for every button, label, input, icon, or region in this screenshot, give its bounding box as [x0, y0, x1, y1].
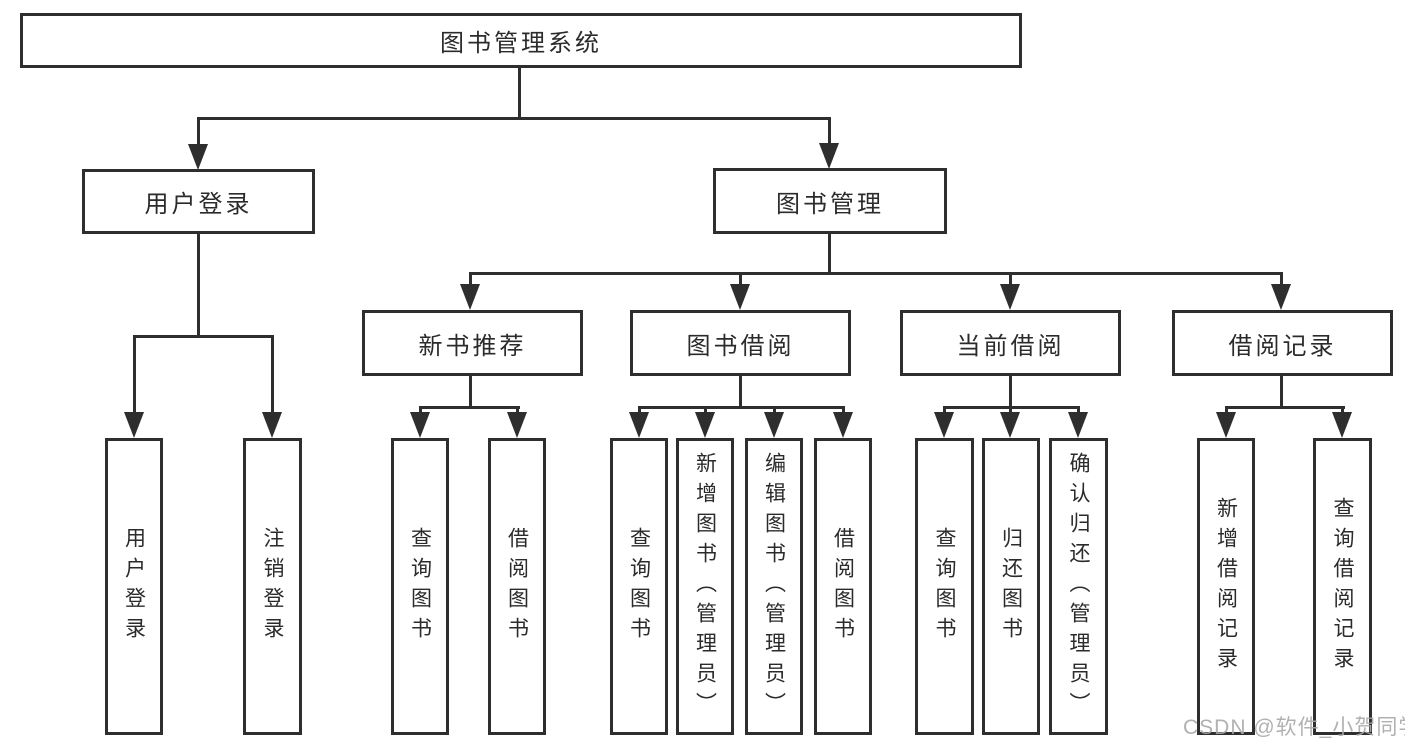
connector-line	[1280, 272, 1283, 286]
node-root-system: 图书管理系统	[20, 13, 1022, 68]
connector-arrow	[1000, 412, 1020, 438]
connector-line	[842, 406, 845, 415]
connector-line	[704, 406, 707, 415]
connector-line	[1009, 272, 1012, 286]
connector-arrow	[1000, 284, 1020, 310]
leaf-query-borrow-record: 查询借阅记录	[1313, 438, 1372, 735]
leaf-return-books-label: 归还图书	[999, 526, 1023, 647]
connector-line	[469, 376, 472, 409]
leaf-logout-label: 注销登录	[261, 526, 284, 647]
leaf-edit-books-admin-label: 编辑图书（管理员）	[762, 451, 786, 722]
connector-line	[773, 406, 776, 415]
connector-arrow	[507, 412, 527, 438]
connector-line	[828, 234, 831, 275]
connector-line	[271, 335, 274, 414]
connector-arrow	[833, 412, 853, 438]
leaf-add-borrow-record-label: 新增借阅记录	[1214, 496, 1238, 677]
connector-arrow	[819, 143, 839, 169]
connector-line	[516, 406, 519, 415]
connector-arrow	[730, 284, 750, 310]
leaf-add-books-admin: 新增图书（管理员）	[676, 438, 734, 735]
connector-line	[197, 117, 200, 145]
connector-arrow	[1068, 412, 1088, 438]
connector-line	[419, 406, 520, 409]
connector-line	[518, 68, 521, 120]
leaf-query-books-recommend: 查询图书	[391, 438, 449, 735]
node-current-borrowing: 当前借阅	[900, 310, 1121, 376]
connector-line	[638, 406, 641, 415]
connector-line	[1341, 406, 1344, 415]
node-book-management: 图书管理	[713, 168, 947, 234]
connector-arrow	[188, 144, 208, 170]
leaf-confirm-return-admin-label: 确认归还（管理员）	[1067, 451, 1090, 722]
connector-line	[419, 406, 422, 415]
connector-line	[828, 117, 831, 144]
csdn-watermark: CSDN @软件_小贺同学	[1183, 716, 1405, 739]
leaf-logout: 注销登录	[243, 438, 302, 735]
leaf-query-borrow-record-label: 查询借阅记录	[1331, 496, 1354, 677]
connector-arrow	[764, 412, 784, 438]
node-book-borrowing: 图书借阅	[630, 310, 851, 376]
connector-arrow	[629, 412, 649, 438]
connector-arrow	[1332, 412, 1352, 438]
connector-arrow	[262, 412, 282, 438]
connector-line	[638, 406, 845, 409]
leaf-query-books-borrowing-label: 查询图书	[627, 526, 651, 647]
leaf-borrow-books-label: 借阅图书	[831, 526, 855, 647]
leaf-add-books-admin-label: 新增图书（管理员）	[693, 451, 717, 722]
connector-line	[197, 117, 831, 120]
connector-line	[469, 272, 472, 286]
connector-arrow	[934, 412, 954, 438]
connector-line	[739, 376, 742, 409]
connector-line	[1009, 376, 1012, 409]
leaf-user-login: 用户登录	[105, 438, 163, 735]
node-user-login: 用户登录	[82, 169, 315, 234]
connector-arrow	[1216, 412, 1236, 438]
connector-line	[739, 272, 742, 286]
leaf-borrow-books: 借阅图书	[814, 438, 872, 735]
connector-line	[197, 234, 200, 338]
connector-line	[943, 406, 946, 415]
node-new-book-recommend: 新书推荐	[362, 310, 583, 376]
leaf-borrow-books-recommend: 借阅图书	[488, 438, 546, 735]
connector-line	[1280, 376, 1283, 409]
connector-line	[1009, 406, 1012, 415]
connector-line	[1077, 406, 1080, 415]
leaf-user-login-label: 用户登录	[122, 526, 146, 647]
leaf-edit-books-admin: 编辑图书（管理员）	[745, 438, 803, 735]
connector-arrow	[460, 284, 480, 310]
connector-line	[469, 272, 1283, 275]
node-borrowing-records: 借阅记录	[1172, 310, 1393, 376]
leaf-query-books-current: 查询图书	[915, 438, 974, 735]
leaf-add-borrow-record: 新增借阅记录	[1197, 438, 1255, 735]
connector-line	[133, 335, 136, 414]
connector-line	[1225, 406, 1228, 415]
connector-line	[1225, 406, 1345, 409]
connector-arrow	[410, 412, 430, 438]
connector-line	[133, 335, 274, 338]
leaf-return-books: 归还图书	[982, 438, 1040, 735]
leaf-query-books-current-label: 查询图书	[933, 526, 956, 647]
connector-arrow	[695, 412, 715, 438]
connector-arrow	[1271, 284, 1291, 310]
leaf-confirm-return-admin: 确认归还（管理员）	[1049, 438, 1108, 735]
connector-arrow	[124, 412, 144, 438]
leaf-query-books-recommend-label: 查询图书	[408, 526, 432, 647]
leaf-borrow-books-recommend-label: 借阅图书	[505, 526, 529, 647]
leaf-query-books-borrowing: 查询图书	[610, 438, 668, 735]
